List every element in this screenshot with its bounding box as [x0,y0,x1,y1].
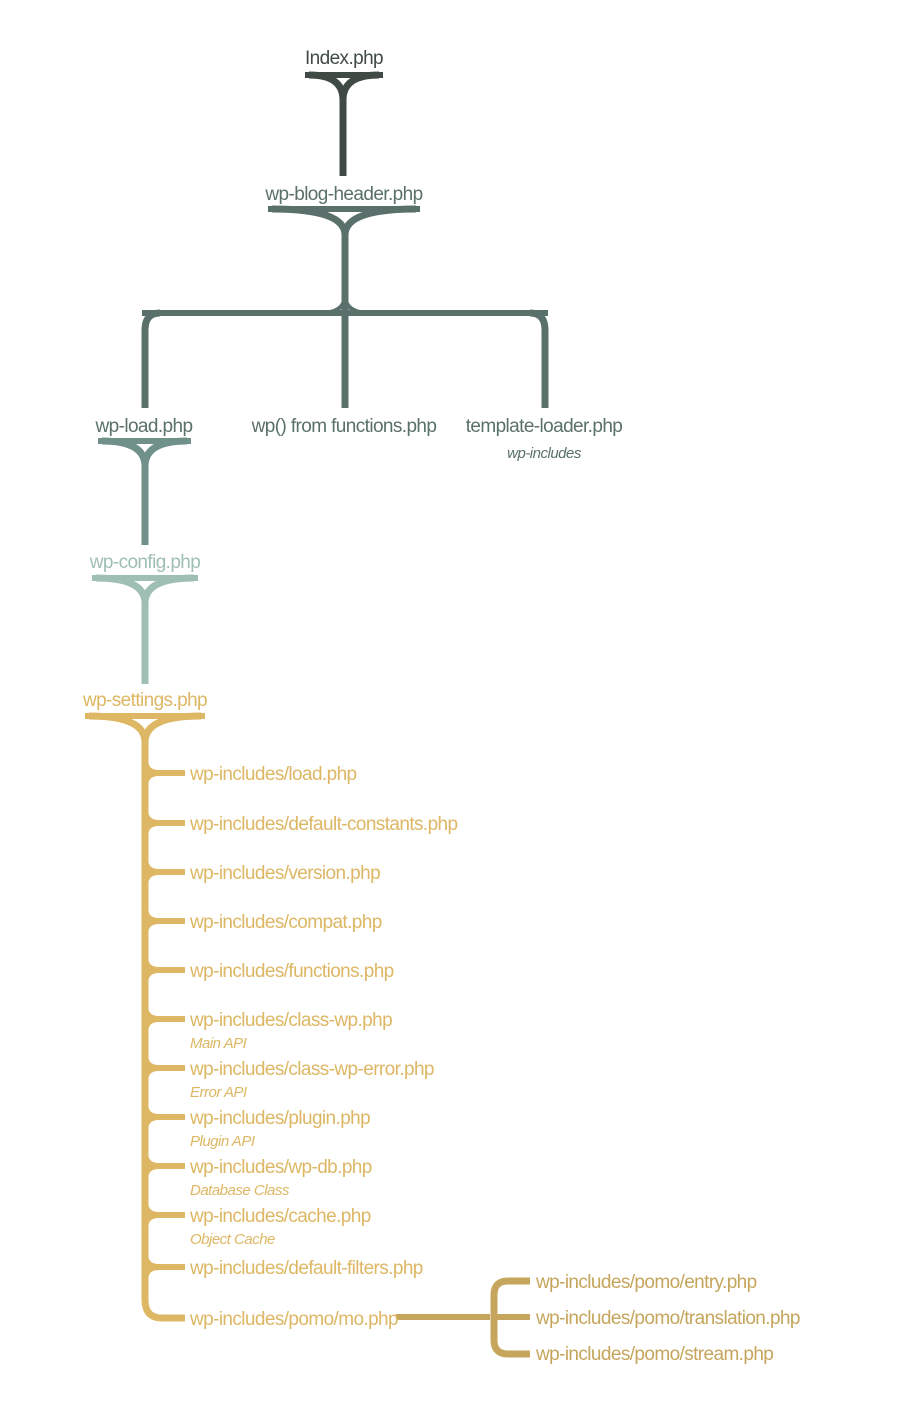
blog-header-stem-right [341,205,417,236]
include-tick [142,808,185,838]
wp-config-connector [95,574,149,684]
include-file-label: wp-includes/compat.php [189,912,382,933]
pomo-file-label: wp-includes/pomo/entry.php [535,1272,757,1293]
include-tick [142,955,185,985]
include-tick [142,1053,185,1083]
include-tick [142,1004,185,1034]
include-file-note: Main API [190,1035,247,1052]
node-wp-config: wp-config.php [89,552,201,573]
node-template-loader: template-loader.php [466,416,623,437]
include-tick [142,1151,185,1181]
node-wp-blog-header: wp-blog-header.php [264,184,422,205]
include-tick [142,1200,185,1230]
include-file-label: wp-includes/cache.php [189,1206,371,1227]
wp-load-connector [101,437,149,545]
include-file-note: Plugin API [190,1133,255,1150]
wp-config-connector-right [141,574,195,604]
node-wp-load: wp-load.php [95,416,193,437]
node-template-loader-note: wp-includes [507,445,582,462]
blog-header-stem [271,205,349,313]
include-file-label: wp-includes/class-wp-error.php [189,1059,434,1080]
include-file-label: wp-includes/wp-db.php [189,1157,372,1178]
include-tick [142,758,185,788]
pomo-file-label: wp-includes/pomo/translation.php [535,1308,800,1329]
wp-settings-connector-right [141,712,202,743]
node-wp-settings: wp-settings.php [82,690,207,711]
include-file-label: wp-includes/load.php [189,764,357,785]
node-index: Index.php [305,48,383,69]
include-file-note: Database Class [190,1182,290,1199]
include-tick [142,1102,185,1132]
include-file-label: wp-includes/version.php [189,863,380,884]
wp-load-connector-right [141,437,188,467]
index-connector [308,71,347,176]
pomo-file-label: wp-includes/pomo/stream.php [535,1344,773,1365]
include-file-label: wp-includes/class-wp.php [189,1010,392,1031]
wp-settings-connector [88,712,149,743]
includes-spine [141,742,185,1322]
index-connector-right [339,71,380,101]
include-file-label: wp-includes/pomo/mo.php [189,1309,398,1330]
include-file-note: Error API [190,1084,247,1101]
node-wp-functions: wp() from functions.php [251,416,437,437]
include-file-label: wp-includes/functions.php [189,961,394,982]
include-file-label: wp-includes/default-constants.php [189,814,458,835]
include-tick [142,1252,185,1282]
include-file-label: wp-includes/plugin.php [189,1108,370,1129]
include-file-label: wp-includes/default-filters.php [189,1258,423,1279]
branch-to-wp-load [141,309,161,408]
include-tick [142,906,185,936]
branch-curve-right [343,294,371,315]
include-tick [142,857,185,887]
include-file-note: Object Cache [190,1231,275,1248]
branch-to-template-loader [529,309,549,408]
